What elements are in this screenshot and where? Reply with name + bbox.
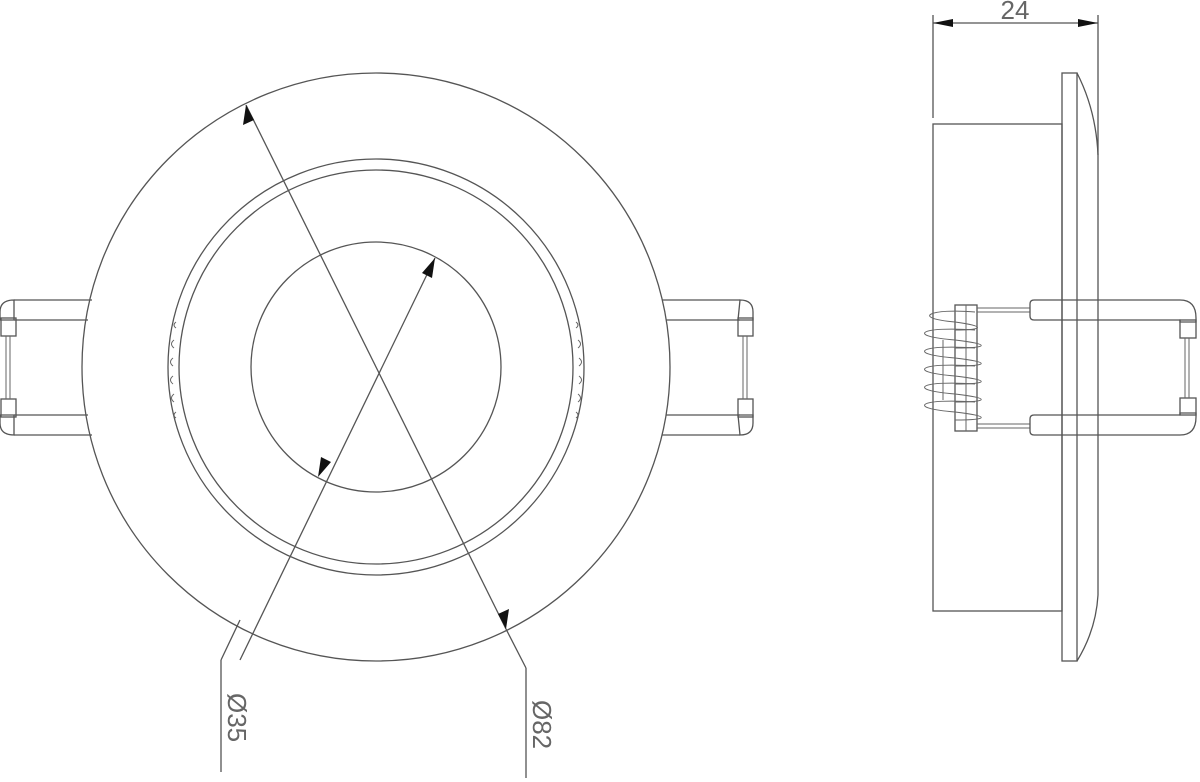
side-view: 24 xyxy=(924,0,1197,662)
outer-bezel-circle xyxy=(81,72,671,662)
flange-curved-face xyxy=(1076,72,1099,662)
front-view: Ø35 Ø82 xyxy=(0,72,754,778)
left-coil-marks xyxy=(170,321,177,419)
side-spring-coil xyxy=(924,304,982,432)
outer-diameter-dimension xyxy=(243,104,527,778)
outer-diameter-label: Ø82 xyxy=(527,700,557,749)
cutout-diameter-label: Ø35 xyxy=(222,693,252,742)
flange xyxy=(1061,72,1078,662)
side-clip-arms xyxy=(977,299,1197,436)
depth-label: 24 xyxy=(1001,0,1030,25)
right-spring-clip xyxy=(662,299,754,436)
cutout-diameter-dimension xyxy=(220,257,436,772)
housing-body xyxy=(932,123,1063,612)
left-spring-clip xyxy=(0,299,92,436)
outer-ring-circle xyxy=(167,158,585,576)
right-coil-marks xyxy=(575,321,582,419)
light-aperture-circle xyxy=(250,241,502,493)
inner-ring-circle xyxy=(178,169,574,565)
depth-dimension: 24 xyxy=(932,0,1099,155)
